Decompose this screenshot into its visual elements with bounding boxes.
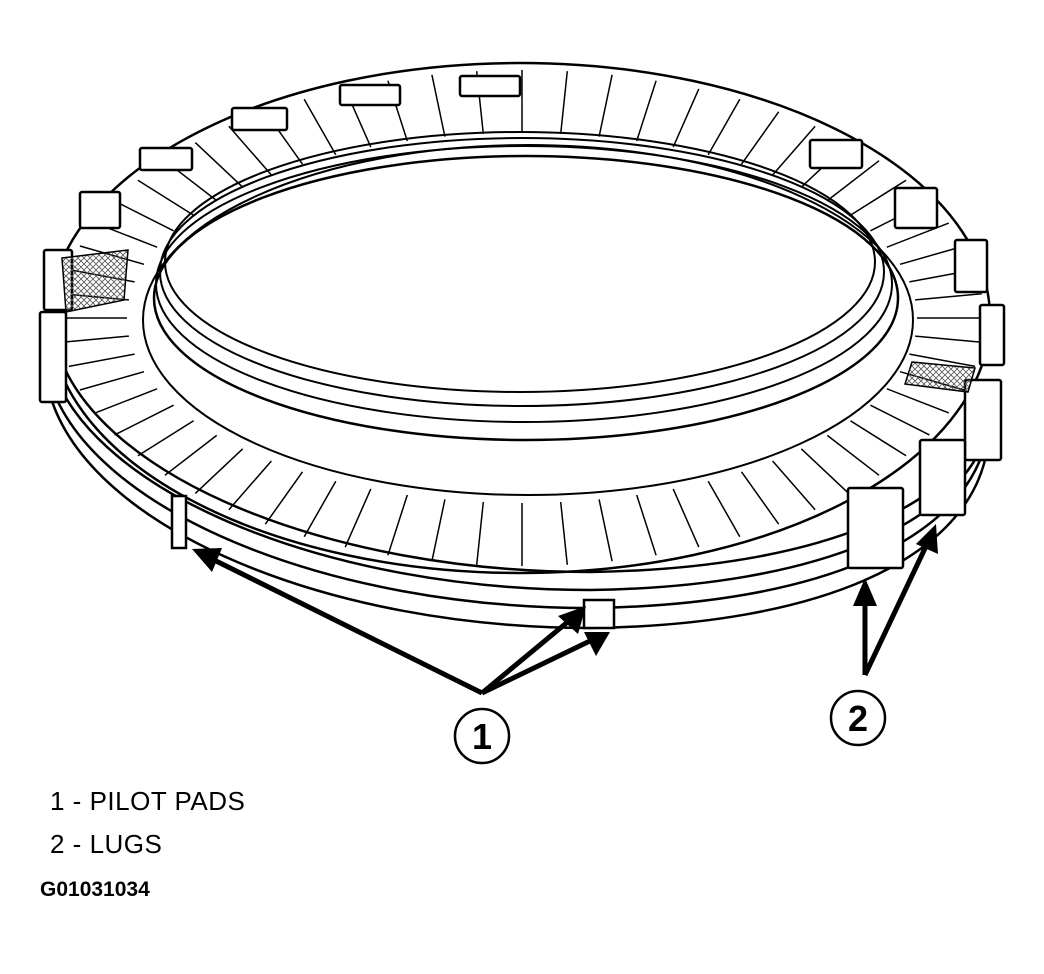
arrow-2b	[862, 540, 931, 677]
groove-line	[635, 494, 657, 556]
groove-line	[672, 88, 700, 148]
disc-edge-bottom	[48, 394, 987, 630]
groove-line	[850, 420, 907, 457]
legend-item-pilot-pads: 1 - PILOT PADS	[50, 786, 246, 816]
lug	[230, 106, 289, 132]
groove-line	[164, 434, 218, 476]
groove-line	[228, 125, 272, 176]
arrow-1c	[480, 637, 594, 696]
groove-line	[228, 460, 272, 511]
arrow-1b	[480, 618, 572, 695]
groove-line	[870, 404, 930, 436]
groove-line	[826, 434, 880, 476]
groove-line	[303, 480, 337, 538]
disc-edge-middle	[48, 381, 987, 610]
lug	[138, 146, 194, 172]
lug	[893, 186, 939, 230]
lug	[978, 303, 1006, 367]
groove-line	[772, 460, 816, 511]
legend-item-lugs: 2 - LUGS	[50, 829, 163, 859]
lug	[78, 190, 122, 230]
groove-line	[707, 98, 741, 156]
groove-line	[559, 71, 569, 134]
lug	[918, 438, 967, 517]
arrowhead	[584, 632, 610, 656]
spline-ring-1	[164, 131, 876, 393]
groove-line	[598, 74, 613, 137]
pilot-pad	[170, 494, 188, 550]
groove-line	[344, 488, 372, 548]
arrowhead	[558, 606, 586, 634]
groove-line	[387, 494, 409, 556]
lug	[38, 310, 68, 404]
groove-line	[137, 179, 194, 216]
arrowhead	[192, 548, 222, 572]
groove-line	[672, 488, 700, 548]
groove-line	[475, 502, 485, 565]
pilot-pads	[170, 494, 616, 630]
groove-line	[114, 404, 174, 436]
friction-band-inner	[142, 144, 914, 496]
leader-arrows	[192, 524, 938, 696]
lug	[338, 83, 402, 107]
groove-line	[68, 353, 135, 368]
callout-circle	[453, 707, 511, 765]
groove-line	[94, 388, 158, 414]
hatch-patch-left	[61, 249, 129, 313]
figure-id: G01031034	[40, 878, 150, 901]
groove-line	[598, 499, 613, 562]
pilot-pad	[582, 598, 616, 630]
lug	[953, 238, 989, 294]
groove-line	[886, 388, 950, 414]
groove-line	[79, 370, 145, 391]
spline-ring-4	[152, 154, 900, 442]
groove-line	[915, 335, 982, 344]
groove-line	[909, 353, 976, 368]
spline-ring-2	[159, 137, 885, 407]
lug	[458, 74, 522, 98]
callout-2: 2	[829, 689, 887, 747]
groove-line	[772, 125, 816, 176]
callout-circle	[829, 689, 887, 747]
groove-line	[264, 471, 304, 525]
lug	[963, 378, 1003, 462]
groove-line	[137, 420, 194, 457]
groove-line	[915, 292, 982, 301]
arrow-1a	[208, 555, 484, 696]
groove-line	[114, 200, 174, 232]
arrowhead	[853, 578, 877, 606]
groove-line	[559, 502, 569, 565]
groove-line	[850, 179, 907, 216]
groove-line	[707, 480, 741, 538]
lug	[846, 486, 905, 570]
arrowhead	[916, 524, 938, 554]
groove-line	[635, 80, 657, 142]
callout-1: 1	[453, 707, 511, 765]
groove-line	[886, 222, 950, 248]
groove-line	[826, 160, 880, 202]
lug	[808, 138, 864, 170]
groove-line	[800, 448, 850, 494]
hatch-patch-right	[904, 361, 976, 393]
groove-line	[303, 98, 337, 156]
callout-number: 2	[848, 698, 868, 739]
groove-line	[194, 142, 244, 188]
groove-line	[740, 471, 780, 525]
groove-line	[899, 245, 965, 266]
groove-line	[431, 499, 446, 562]
groove-line	[62, 335, 129, 344]
groove-line	[431, 74, 446, 137]
groove-line	[194, 448, 244, 494]
callout-number: 1	[472, 716, 492, 757]
groove-line	[740, 111, 780, 165]
